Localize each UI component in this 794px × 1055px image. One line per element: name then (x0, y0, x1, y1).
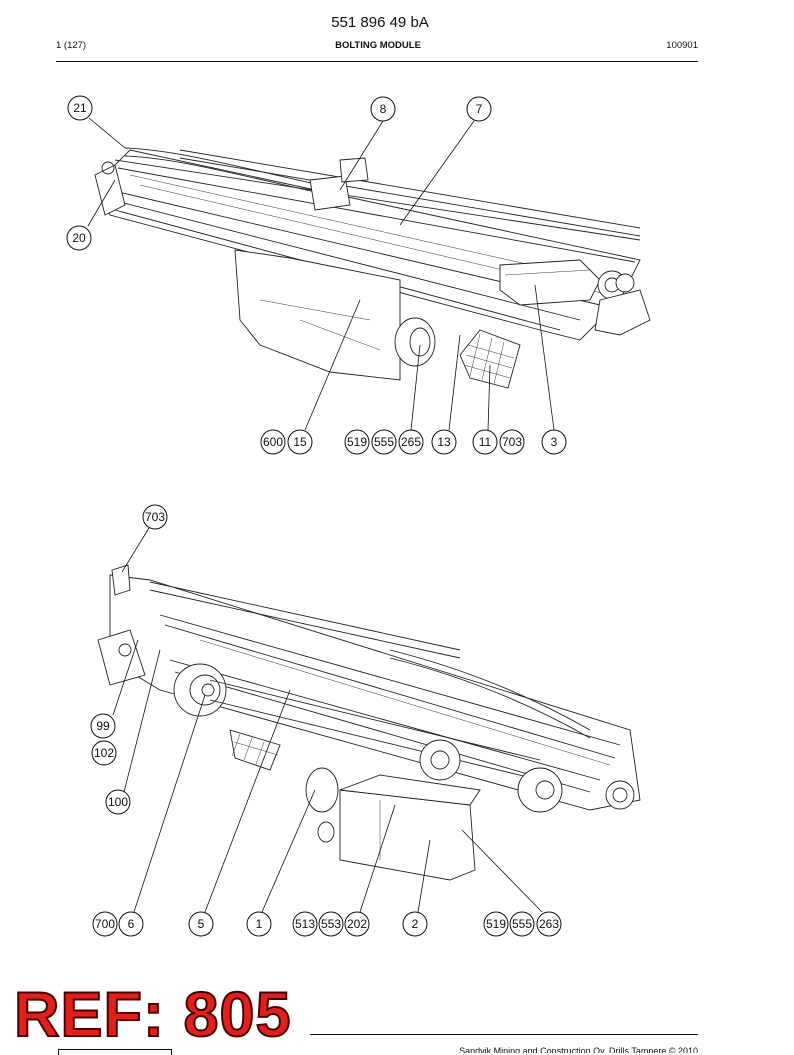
callout-number: 8 (380, 102, 387, 116)
callout-number: 703 (502, 435, 522, 449)
bottom-assembly-illustration (97, 564, 641, 881)
callout-number: 21 (73, 101, 87, 115)
callout-circle (260, 429, 286, 455)
bottom-assembly-drawing: 703 99 102 100 700 6 5 1 513 553 202 2 519 555 263 (90, 504, 641, 937)
callout-number: 7 (476, 102, 483, 116)
callout-circle (431, 429, 457, 455)
page-title: BOLTING MODULE (335, 40, 421, 51)
callout-circle (536, 911, 562, 937)
callout-circle (188, 911, 214, 937)
callout-number: 13 (437, 435, 451, 449)
callout-circle (90, 713, 116, 739)
callout-number: 11 (479, 435, 492, 449)
callout-circle (292, 911, 318, 937)
callout-circle (246, 911, 272, 937)
callout-circle (483, 911, 509, 937)
reference-stamp: REF: 805 (13, 980, 292, 1050)
callout-number: 5 (198, 917, 205, 931)
callout-circle (142, 504, 168, 530)
callout-number: 519 (486, 917, 506, 931)
bottom-leader-lines (112, 527, 543, 913)
callout-circle (91, 740, 117, 766)
sandvik-logo (58, 1049, 172, 1055)
callout-number: 600 (263, 435, 283, 449)
callout-number: 1 (256, 917, 263, 931)
callout-number: 555 (374, 435, 394, 449)
callout-circle (344, 429, 370, 455)
page-number: 1 (127) (56, 40, 87, 51)
document-number: 551 896 49 bA (331, 14, 429, 31)
top-callouts: 21 8 7 20 600 15 519 555 265 13 11 703 3 (66, 95, 567, 455)
callout-circle (472, 429, 498, 455)
callout-number: 265 (401, 435, 421, 449)
top-assembly-drawing: 21 8 7 20 600 15 519 555 265 13 11 703 3 (66, 95, 651, 455)
callout-number: 553 (321, 917, 341, 931)
callout-circle (92, 911, 118, 937)
callout-circle (118, 911, 144, 937)
callout-circle (371, 429, 397, 455)
callout-circle (398, 429, 424, 455)
callout-number: 700 (95, 917, 115, 931)
callout-circle (344, 911, 370, 937)
callout-circle (105, 789, 131, 815)
callout-number: 513 (295, 917, 315, 931)
callout-number: 102 (94, 746, 114, 760)
callout-number: 3 (551, 435, 558, 449)
top-assembly-illustration (94, 147, 651, 389)
callout-circle (541, 429, 567, 455)
callout-number: 2 (412, 917, 419, 931)
callout-circle (67, 95, 93, 121)
callout-number: 6 (128, 917, 135, 931)
footer-copyright: Sandvik Mining and Construction Oy, Dril… (459, 1046, 698, 1053)
callout-circle (287, 429, 313, 455)
callout-number: 263 (539, 917, 559, 931)
callout-number: 20 (72, 231, 86, 245)
callout-circle (402, 911, 428, 937)
callout-circle (66, 225, 92, 251)
bottom-callouts: 703 99 102 100 700 6 5 1 513 553 202 2 519 555 263 (90, 504, 562, 937)
callout-circle (466, 96, 492, 122)
callout-number: 555 (512, 917, 532, 931)
document-code: 100901 (666, 40, 698, 51)
header-rule (56, 61, 698, 62)
footer-rule (310, 1034, 698, 1035)
callout-number: 202 (347, 917, 367, 931)
callout-number: 15 (293, 435, 307, 449)
callout-number: 519 (347, 435, 367, 449)
callout-circle (318, 911, 344, 937)
top-leader-lines (87, 117, 555, 431)
callout-number: 100 (108, 795, 128, 809)
callout-circle (370, 96, 396, 122)
callout-number: 99 (96, 719, 110, 733)
callout-circle (509, 911, 535, 937)
callout-circle (499, 429, 525, 455)
callout-number: 703 (145, 510, 165, 524)
